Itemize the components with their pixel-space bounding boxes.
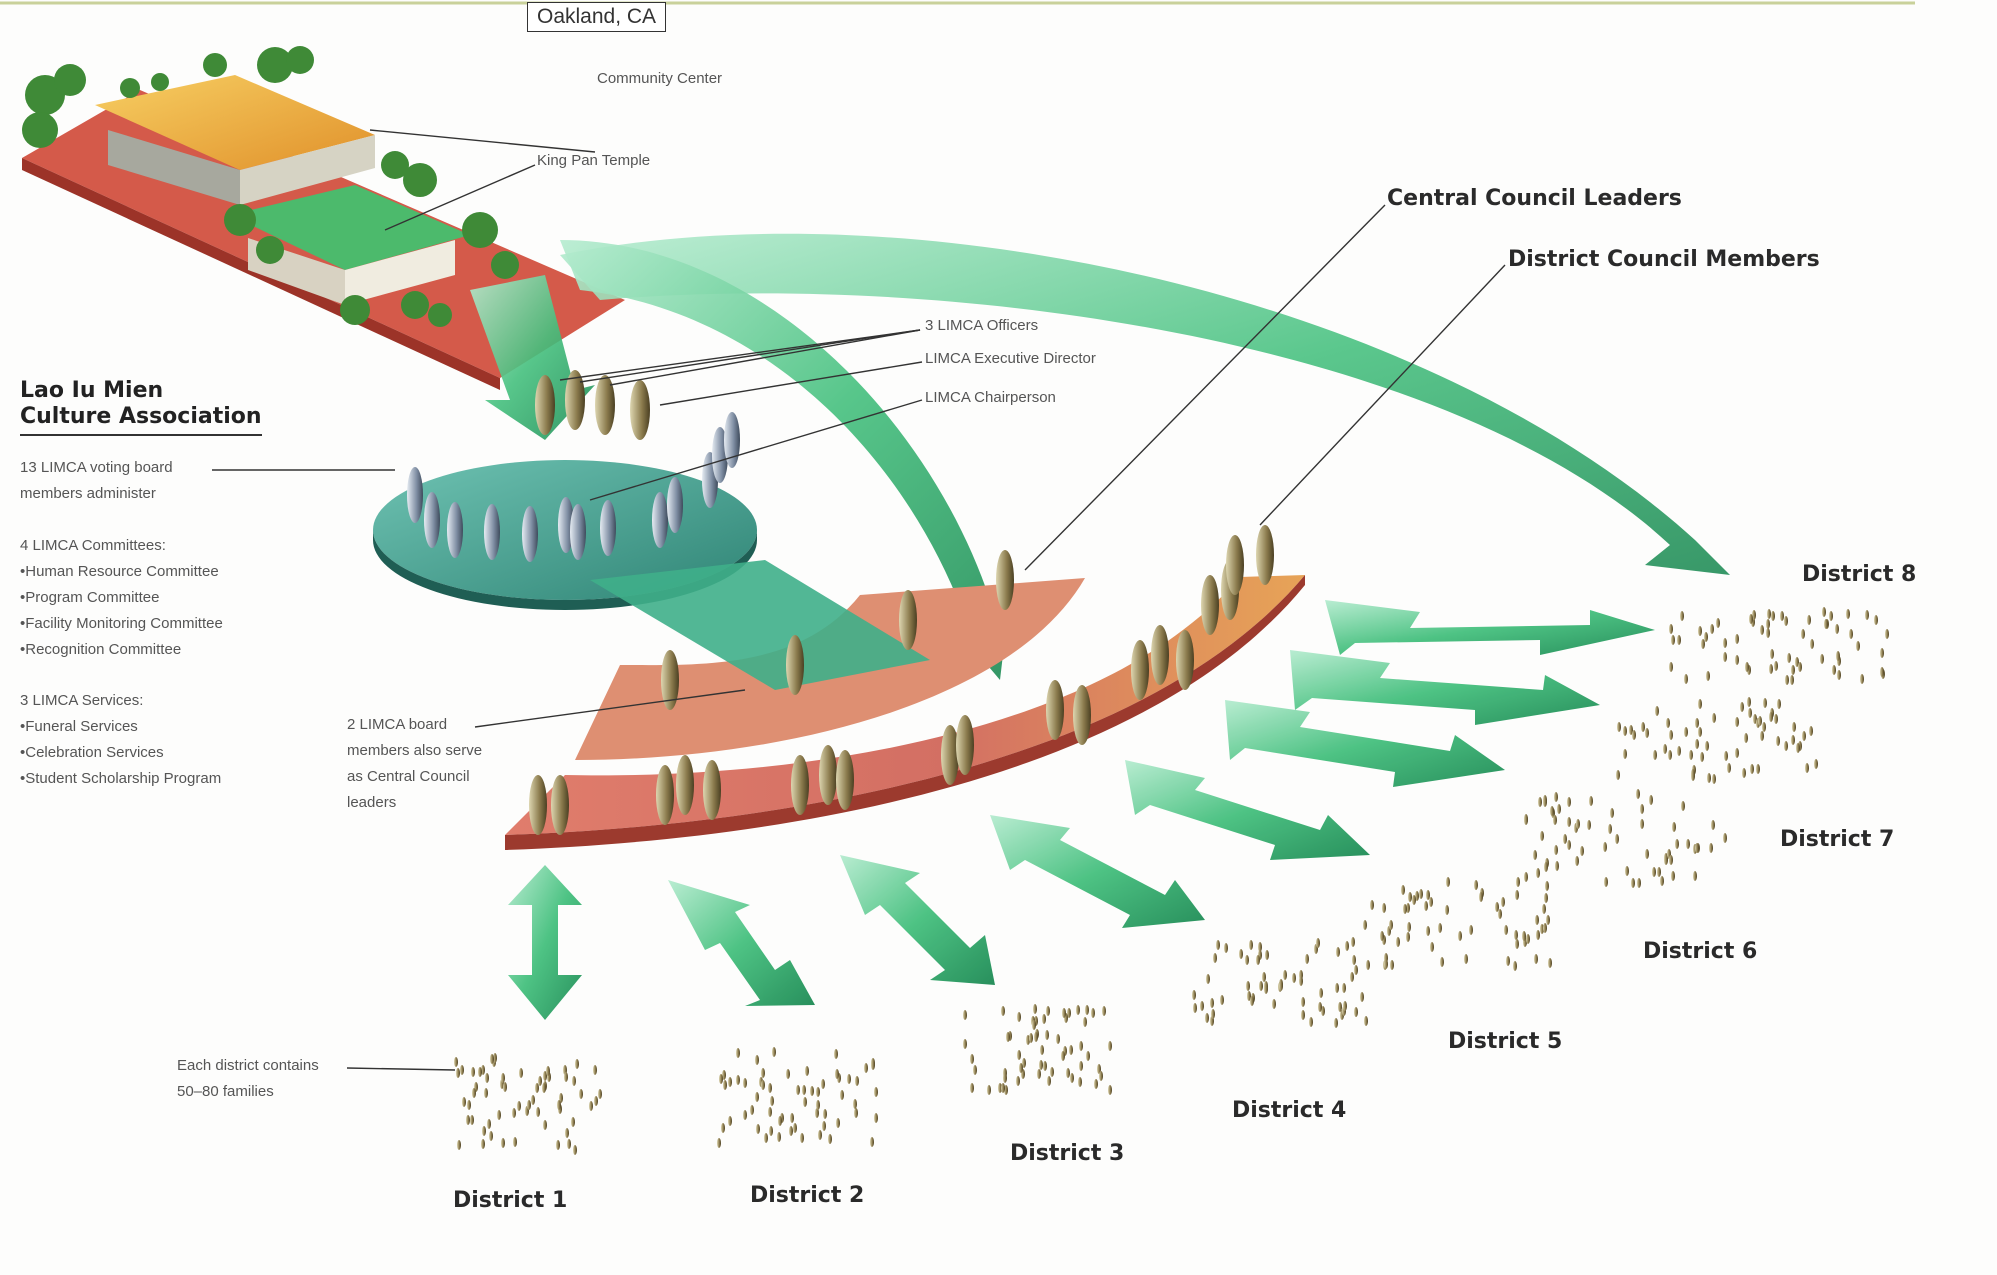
district-1-label: District 1 [453, 1188, 567, 1213]
district-7-label: District 7 [1780, 827, 1894, 852]
district-families-note: Each district contains 50–80 families [177, 1053, 319, 1105]
district-8-label: District 8 [1802, 562, 1916, 587]
committee-item: •Recognition Committee [20, 637, 223, 663]
district-2-label: District 2 [750, 1183, 864, 1208]
district-3-crowd [963, 1004, 1112, 1095]
association-title: Lao Iu Mien Culture Association [20, 378, 262, 436]
board-serve-note: 2 LIMCA board members also serve as Cent… [347, 712, 482, 816]
board-serve-line4: leaders [347, 790, 482, 816]
district-3-label: District 3 [1010, 1141, 1124, 1166]
district-5-label: District 5 [1448, 1029, 1562, 1054]
officers-label: 3 LIMCA Officers [925, 313, 1038, 339]
district-5-crowd [1363, 877, 1552, 971]
executive-director-label: LIMCA Executive Director [925, 346, 1096, 372]
association-title-line2: Culture Association [20, 404, 262, 430]
committee-item: •Program Committee [20, 585, 223, 611]
district-families-line2: 50–80 families [177, 1079, 319, 1105]
district-6-label: District 6 [1643, 939, 1757, 964]
committee-item: •Facility Monitoring Committee [20, 611, 223, 637]
service-item: •Student Scholarship Program [20, 766, 221, 792]
district-council-label: District Council Members [1508, 247, 1820, 272]
district-8-crowd [1669, 607, 1889, 685]
central-council-label: Central Council Leaders [1387, 186, 1682, 211]
service-item: •Funeral Services [20, 714, 221, 740]
district-4-label: District 4 [1232, 1098, 1346, 1123]
services-heading: 3 LIMCA Services: [20, 688, 221, 714]
board-note: 13 LIMCA voting board members administer [20, 455, 173, 507]
district-1-crowd [454, 1053, 602, 1155]
association-title-line1: Lao Iu Mien [20, 378, 262, 404]
board-serve-line1: 2 LIMCA board [347, 712, 482, 738]
location-label: Oakland, CA [527, 2, 666, 32]
board-note-line1: 13 LIMCA voting board [20, 455, 173, 481]
district-7-crowd [1616, 697, 1818, 784]
services-list: 3 LIMCA Services: •Funeral Services •Cel… [20, 688, 221, 792]
board-serve-line3: as Central Council [347, 764, 482, 790]
committee-item: •Human Resource Committee [20, 559, 223, 585]
committees-heading: 4 LIMCA Committees: [20, 533, 223, 559]
district-2-crowd [717, 1047, 878, 1148]
temple-label: King Pan Temple [537, 148, 650, 174]
board-serve-line2: members also serve [347, 738, 482, 764]
service-item: •Celebration Services [20, 740, 221, 766]
district-6-crowd [1524, 789, 1727, 888]
committees-list: 4 LIMCA Committees: •Human Resource Comm… [20, 533, 223, 663]
chairperson-label: LIMCA Chairperson [925, 385, 1056, 411]
district-families-line1: Each district contains [177, 1053, 319, 1079]
community-center-label: Community Center [597, 66, 722, 92]
district-4-crowd [1192, 937, 1368, 1028]
board-note-line2: members administer [20, 481, 173, 507]
